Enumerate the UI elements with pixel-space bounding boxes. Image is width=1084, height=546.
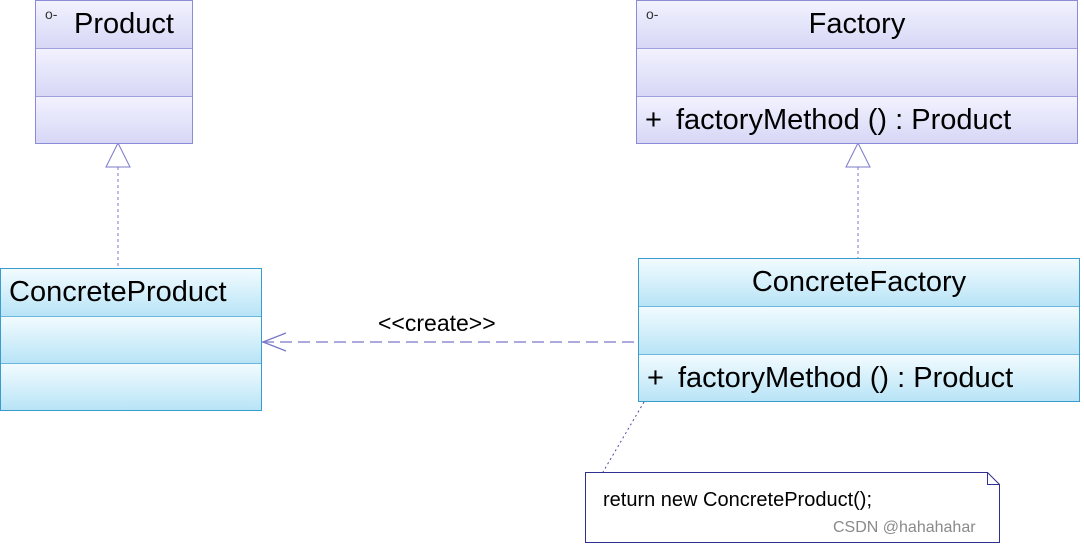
interface-marker-icon: o- <box>45 6 58 22</box>
note-fold <box>987 472 1000 485</box>
create-stereotype-label: <<create>> <box>378 310 496 336</box>
note-anchor-line <box>602 401 645 473</box>
class-factory-operations: + factoryMethod () : Product <box>637 97 1077 143</box>
class-concrete-product-attributes <box>1 317 261 364</box>
class-concrete-factory-name: ConcreteFactory <box>751 266 967 298</box>
realization-arrowhead-factory <box>845 141 871 168</box>
code-note-text: return new ConcreteProduct(); <box>603 489 873 511</box>
class-concrete-factory[interactable]: ConcreteFactory + factoryMethod () : Prod… <box>638 258 1080 402</box>
code-note[interactable]: return new ConcreteProduct(); <box>585 472 999 543</box>
operation-visibility: + <box>645 104 662 136</box>
class-concrete-factory-title: ConcreteFactory <box>639 259 1079 307</box>
class-product[interactable]: o- Product <box>35 0 193 144</box>
note-shape <box>585 472 1000 543</box>
class-factory-attributes <box>637 49 1077 97</box>
class-product-name: Product <box>74 8 174 40</box>
class-concrete-product-operations <box>1 364 261 410</box>
class-factory-name: Factory <box>808 8 906 40</box>
class-concrete-factory-attributes <box>639 307 1079 355</box>
watermark: CSDN @hahahahar <box>833 519 976 536</box>
class-product-title: o- Product <box>36 1 192 49</box>
class-concrete-product[interactable]: ConcreteProduct <box>0 268 262 411</box>
realization-arrowhead-product <box>105 141 131 168</box>
class-product-attributes <box>36 49 192 97</box>
class-concrete-product-name: ConcreteProduct <box>9 276 227 308</box>
operation-visibility: + <box>647 362 664 394</box>
class-factory[interactable]: o- Factory + factoryMethod () : Product <box>636 0 1078 144</box>
class-factory-title: o- Factory <box>637 1 1077 49</box>
class-concrete-factory-operations: + factoryMethod () : Product <box>639 355 1079 401</box>
operation-signature: factoryMethod () : Product <box>677 362 1014 394</box>
class-product-operations <box>36 97 192 143</box>
interface-marker-icon: o- <box>646 6 659 22</box>
operation-signature: factoryMethod () : Product <box>675 104 1012 136</box>
class-concrete-product-title: ConcreteProduct <box>1 269 261 317</box>
create-dependency-arrowhead <box>261 332 287 352</box>
